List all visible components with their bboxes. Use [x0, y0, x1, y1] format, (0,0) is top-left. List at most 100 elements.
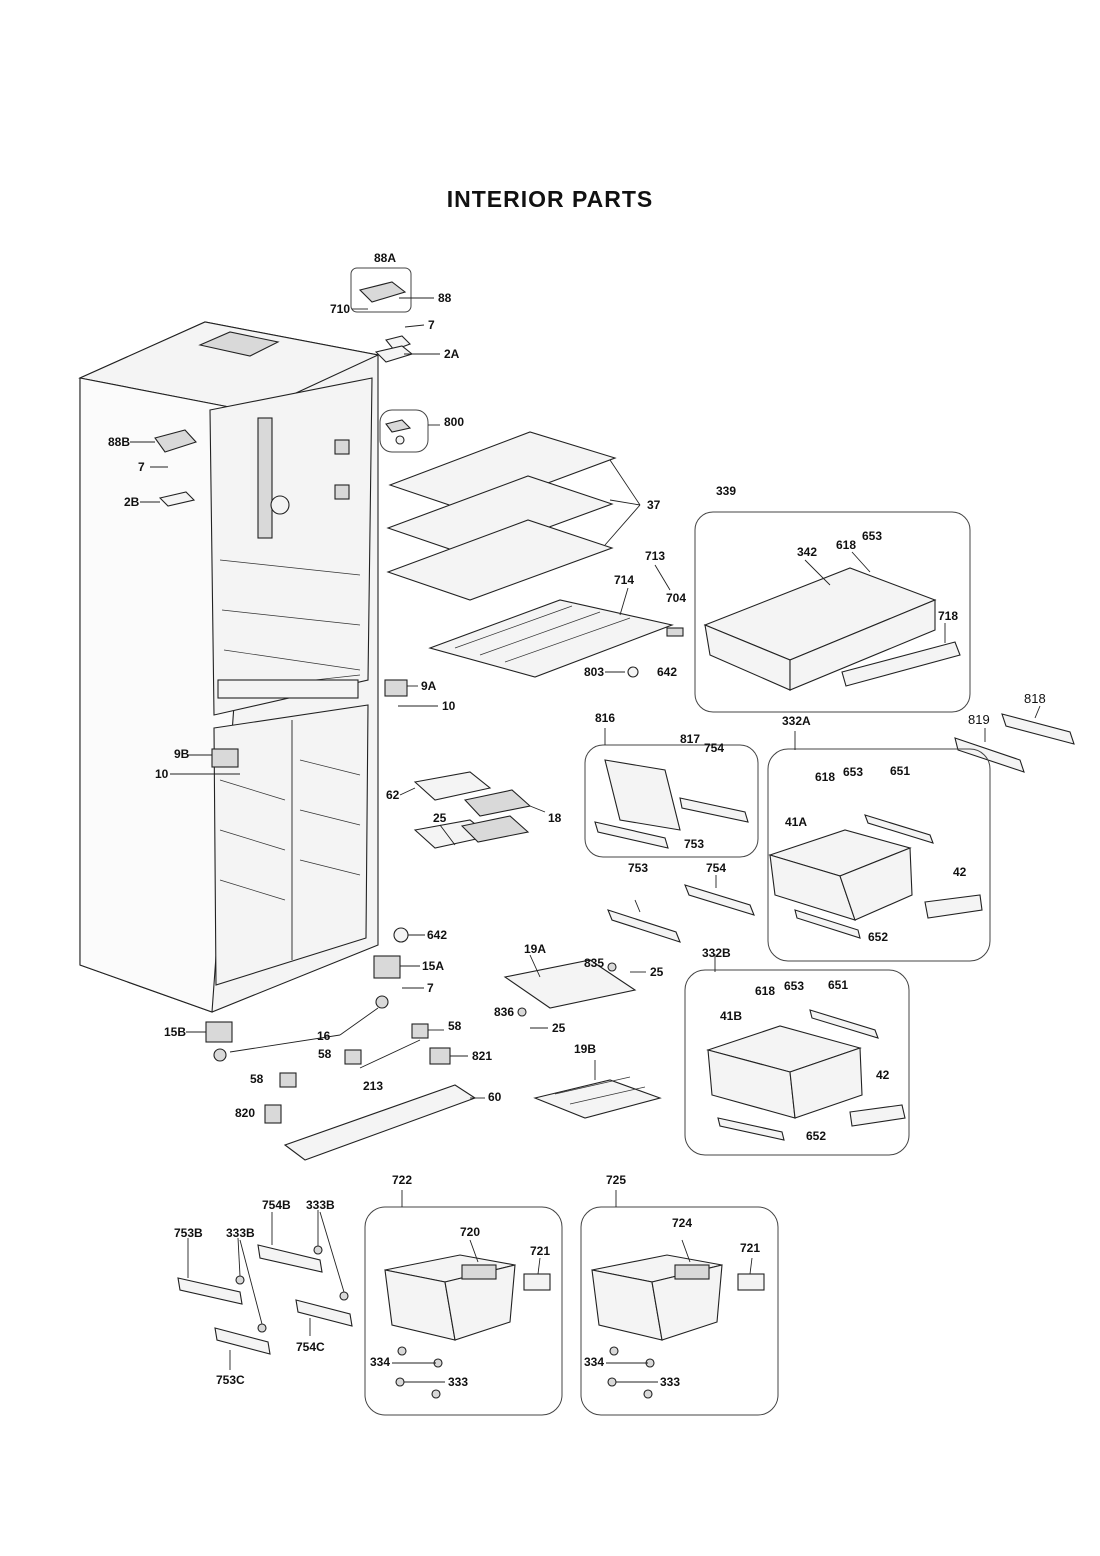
label-753b: 753B: [174, 1226, 203, 1240]
label-721-a: 721: [530, 1244, 550, 1258]
label-60: 60: [488, 1090, 502, 1104]
label-651-b: 651: [828, 978, 848, 992]
label-16: 16: [317, 1029, 331, 1043]
label-19a: 19A: [524, 942, 546, 956]
label-9b: 9B: [174, 747, 190, 761]
group-800: [379, 409, 429, 453]
part-9b: [211, 748, 239, 768]
label-25-c: 25: [552, 1021, 566, 1035]
tray-62-upper: [413, 771, 492, 801]
part-821: [429, 1047, 451, 1065]
label-724: 724: [672, 1216, 692, 1230]
rail-753: [607, 909, 681, 943]
part-2b: [158, 491, 196, 507]
label-819: 819: [968, 712, 990, 727]
label-2a: 2A: [444, 347, 460, 361]
label-642-b: 642: [427, 928, 447, 942]
label-42-a: 42: [953, 865, 967, 879]
label-42-b: 42: [876, 1068, 890, 1082]
part-817: [604, 759, 681, 831]
label-332a: 332A: [782, 714, 811, 728]
label-88a: 88A: [374, 251, 396, 265]
label-213: 213: [363, 1079, 383, 1093]
label-58-b: 58: [318, 1047, 332, 1061]
label-753-b: 753: [628, 861, 648, 875]
part-642-lower: [393, 927, 409, 943]
label-835: 835: [584, 956, 604, 970]
rail-754: [684, 884, 755, 916]
label-651-a: 651: [890, 764, 910, 778]
label-58-c: 58: [250, 1072, 264, 1086]
wire-shelf-714: [428, 599, 674, 678]
callout-labels: 88A 88 710 7 2A 800 88B 7 2B 37 339 342 …: [108, 251, 1046, 1389]
label-334-a: 334: [370, 1355, 390, 1369]
label-333-b: 333: [660, 1375, 680, 1389]
ice-tray-18-upper: [463, 789, 532, 817]
label-714: 714: [614, 573, 634, 587]
label-41b: 41B: [720, 1009, 742, 1023]
rail-754c: [295, 1299, 353, 1327]
label-652-a: 652: [868, 930, 888, 944]
label-25-a: 25: [433, 811, 447, 825]
label-710: 710: [330, 302, 350, 316]
group-88a: [350, 267, 414, 363]
label-722: 722: [392, 1173, 412, 1187]
part-15a: [373, 955, 401, 979]
bar-60: [283, 1084, 477, 1161]
label-754c: 754C: [296, 1340, 325, 1354]
label-19b: 19B: [574, 1042, 596, 1056]
label-713: 713: [645, 549, 665, 563]
label-41a: 41A: [785, 815, 807, 829]
label-618-b: 618: [815, 770, 835, 784]
label-653-b: 653: [843, 765, 863, 779]
label-88b: 88B: [108, 435, 130, 449]
label-2b: 2B: [124, 495, 140, 509]
label-642-a: 642: [657, 665, 677, 679]
label-653-a: 653: [862, 529, 882, 543]
group-339: [694, 511, 971, 713]
label-342: 342: [797, 545, 817, 559]
label-754-a: 754: [704, 741, 724, 755]
label-62: 62: [386, 788, 400, 802]
label-25-b: 25: [650, 965, 664, 979]
label-7-left: 7: [138, 460, 145, 474]
label-721-b: 721: [740, 1241, 760, 1255]
label-618-a: 618: [836, 538, 856, 552]
label-653-c: 653: [784, 979, 804, 993]
part-88b: [154, 429, 197, 453]
glass-shelves-37: [386, 431, 617, 601]
ice-tray-18-lower: [460, 815, 530, 843]
group-332a: [767, 748, 991, 962]
label-18: 18: [548, 811, 562, 825]
label-332b: 332B: [702, 946, 731, 960]
label-800: 800: [444, 415, 464, 429]
label-58-a: 58: [448, 1019, 462, 1033]
label-753c: 753C: [216, 1373, 245, 1387]
label-10-a: 10: [442, 699, 456, 713]
label-818: 818: [1024, 691, 1046, 706]
label-333b-a: 333B: [226, 1226, 255, 1240]
label-88: 88: [438, 291, 452, 305]
part-9a: [384, 679, 408, 697]
part-820: [264, 1104, 282, 1124]
label-334-b: 334: [584, 1355, 604, 1369]
label-754b: 754B: [262, 1198, 291, 1212]
rail-754b: [257, 1244, 323, 1273]
rail-753b: [177, 1277, 243, 1305]
label-652-b: 652: [806, 1129, 826, 1143]
rail-819: [954, 737, 1025, 773]
label-10-b: 10: [155, 767, 169, 781]
wire-shelf-19b: [533, 1079, 662, 1119]
label-9a: 9A: [421, 679, 437, 693]
label-753-a: 753: [684, 837, 704, 851]
label-720: 720: [460, 1225, 480, 1239]
part-15b: [205, 1021, 233, 1043]
group-332b: [684, 969, 910, 1156]
label-15b: 15B: [164, 1025, 186, 1039]
label-333b-b: 333B: [306, 1198, 335, 1212]
label-7-top: 7: [428, 318, 435, 332]
group-725: [580, 1206, 779, 1416]
label-618-c: 618: [755, 984, 775, 998]
rail-753c: [214, 1327, 271, 1355]
